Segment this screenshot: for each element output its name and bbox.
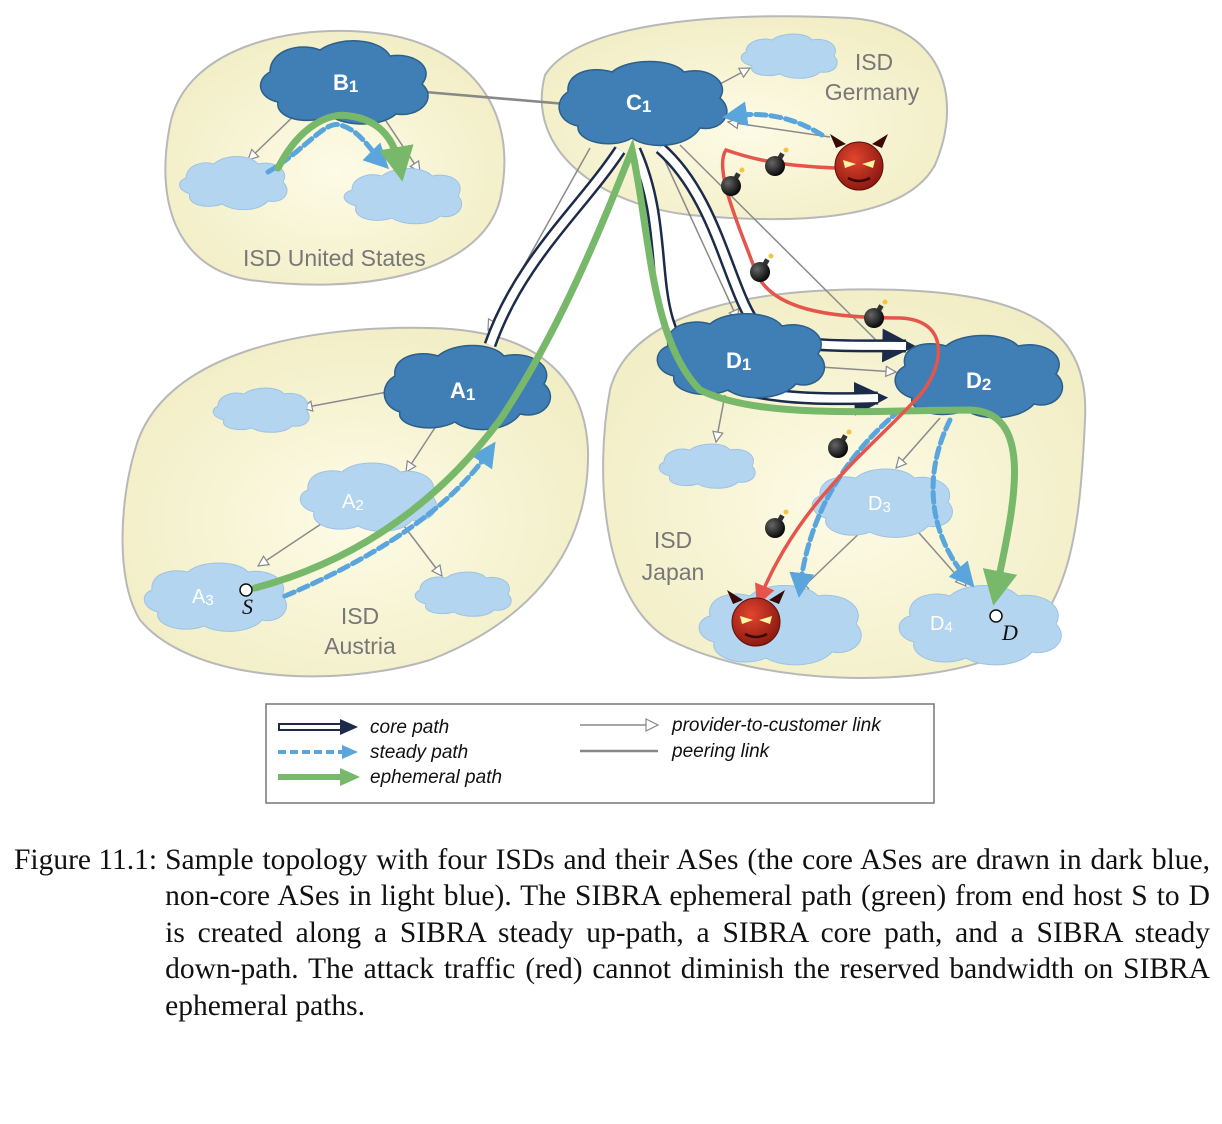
host-destination-label: D: [1001, 620, 1018, 645]
as-c1-label: C1: [626, 90, 651, 116]
as-d1-label: D1: [726, 348, 751, 374]
bomb-icon: [765, 509, 789, 538]
attacker-devil-icon: [830, 134, 888, 191]
isd-austria-label-2: Austria: [324, 633, 396, 659]
host-source-label: S: [242, 594, 253, 619]
legend-ephemeral-path: ephemeral path: [278, 767, 502, 788]
ephemeral-main: [251, 138, 1018, 606]
legend-steady-path: steady path: [278, 742, 468, 763]
link-c1-d2: [679, 144, 890, 354]
legend-core-path: core path: [278, 717, 449, 738]
isd-germany-label-1: ISD: [855, 49, 893, 75]
svg-text:ephemeral path: ephemeral path: [370, 767, 502, 788]
svg-text:peering link: peering link: [671, 741, 771, 762]
cloud-us-right: [343, 168, 463, 225]
caption-text: Sample topology with four ISDs and their…: [165, 844, 1210, 1022]
svg-text:provider-to-customer link: provider-to-customer link: [671, 715, 882, 736]
cloud-germany-top: [740, 33, 838, 79]
svg-text:core path: core path: [370, 717, 449, 738]
legend-peering-link: peering link: [580, 741, 771, 762]
link-d1-d2: [819, 367, 896, 372]
steady-up-austria: [282, 441, 496, 599]
cloud-a3: [143, 562, 287, 632]
isd-austria-label-1: ISD: [341, 603, 379, 629]
bomb-icon: [828, 429, 852, 458]
steady-d2-d5: [789, 407, 903, 598]
attack-germany-to-japan: [720, 147, 941, 606]
isd-us-label: ISD United States: [243, 245, 426, 271]
as-a1-label: A1: [450, 378, 475, 404]
figure-caption: Figure 11.1: Sample topology with four I…: [14, 842, 1210, 1024]
host-destination: D: [989, 609, 1018, 645]
attacker-devil-icon: [727, 590, 785, 647]
steady-us: [265, 122, 390, 175]
as-c1[interactable]: C1: [558, 60, 728, 147]
link-d1-j1: [716, 394, 726, 442]
noncore-clouds: [143, 33, 1062, 666]
legend-box: [265, 703, 935, 804]
isd-germany-label-2: Germany: [825, 79, 920, 105]
cloud-austria-right: [414, 571, 512, 617]
ephemeral-us: [274, 111, 414, 182]
cloud-d4: [898, 585, 1062, 666]
caption-number: Figure 11.1:: [14, 844, 158, 876]
bomb-icon: [721, 167, 745, 196]
bomb-icon: [864, 299, 888, 328]
cloud-d3: [811, 468, 953, 538]
link-a2-a5: [397, 517, 442, 576]
link-a2-a3: [258, 517, 331, 566]
as-d4-label: D4: [930, 613, 953, 636]
legend-provider-link: provider-to-customer link: [580, 715, 882, 736]
svg-text:steady path: steady path: [370, 742, 468, 763]
as-a2-label: A2: [342, 491, 364, 514]
as-d2[interactable]: D2: [894, 334, 1064, 419]
isd-japan-label-2: Japan: [642, 559, 705, 585]
bomb-icon: [750, 253, 774, 282]
cloud-japan-left: [658, 443, 756, 489]
as-d2-label: D2: [966, 368, 991, 394]
as-b1[interactable]: B1: [259, 40, 429, 125]
link-a1-a4: [302, 389, 399, 408]
bomb-icon: [765, 147, 789, 176]
steady-paths: [265, 101, 975, 599]
as-d3-label: D3: [868, 493, 891, 516]
ephemeral-paths: [251, 111, 1018, 606]
host-source: S: [239, 583, 253, 619]
topology-diagram: B1 C1 A1 D1 D2 A2 A3 D3 D4 ISD United St…: [121, 15, 1087, 804]
as-b1-label: B1: [333, 70, 358, 96]
cloud-us-left: [179, 156, 288, 211]
steady-d2-d4: [930, 417, 975, 588]
legend: core path steady path ephemeral path pro…: [265, 703, 935, 804]
steady-germany: [722, 101, 825, 138]
link-c1-d1: [659, 149, 738, 320]
peering-link-b1-c1: [424, 90, 567, 106]
link-a1-a2: [406, 419, 441, 472]
cloud-austria-left: [212, 387, 310, 433]
as-a3-label: A3: [192, 586, 214, 609]
link-d2-d3: [896, 417, 941, 468]
isd-japan-label-1: ISD: [654, 527, 692, 553]
as-d1[interactable]: D1: [656, 313, 826, 399]
attack-paths: [720, 147, 941, 606]
